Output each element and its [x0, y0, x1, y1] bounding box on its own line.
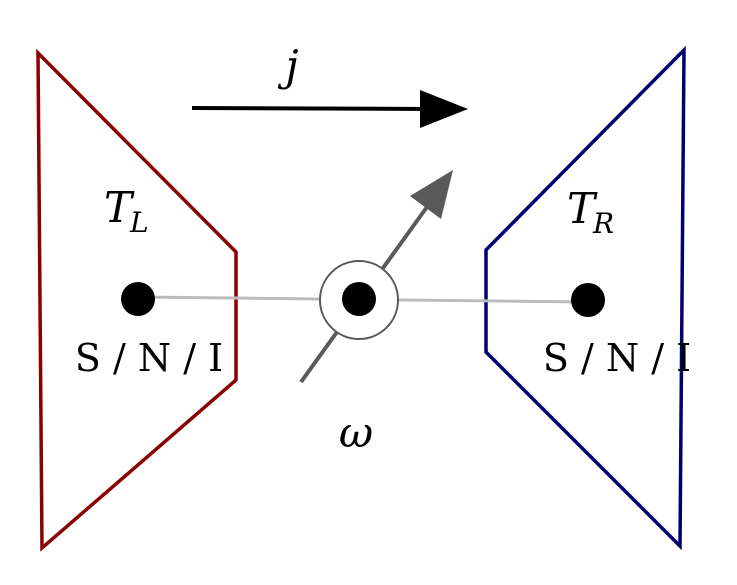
left-phase-label: S / N / I: [75, 336, 223, 380]
left-temperature-label: TL: [104, 183, 149, 239]
right-temperature-label: TR: [567, 184, 614, 240]
circle-dot-icon: [319, 260, 399, 340]
left-temperature-sub: L: [129, 206, 149, 239]
right-node: [571, 283, 605, 317]
left-reservoir: [36, 48, 238, 552]
left-temperature-base: T: [104, 183, 135, 232]
left-node: [121, 282, 155, 316]
arrow-right-icon: [191, 90, 468, 128]
right-temperature-sub: R: [592, 207, 614, 240]
right-phase-label: S / N / I: [543, 336, 691, 380]
frequency-label: ω: [339, 408, 373, 457]
right-temperature-base: T: [567, 184, 598, 233]
current-label: j: [277, 41, 298, 90]
right-reservoir: [484, 45, 686, 551]
